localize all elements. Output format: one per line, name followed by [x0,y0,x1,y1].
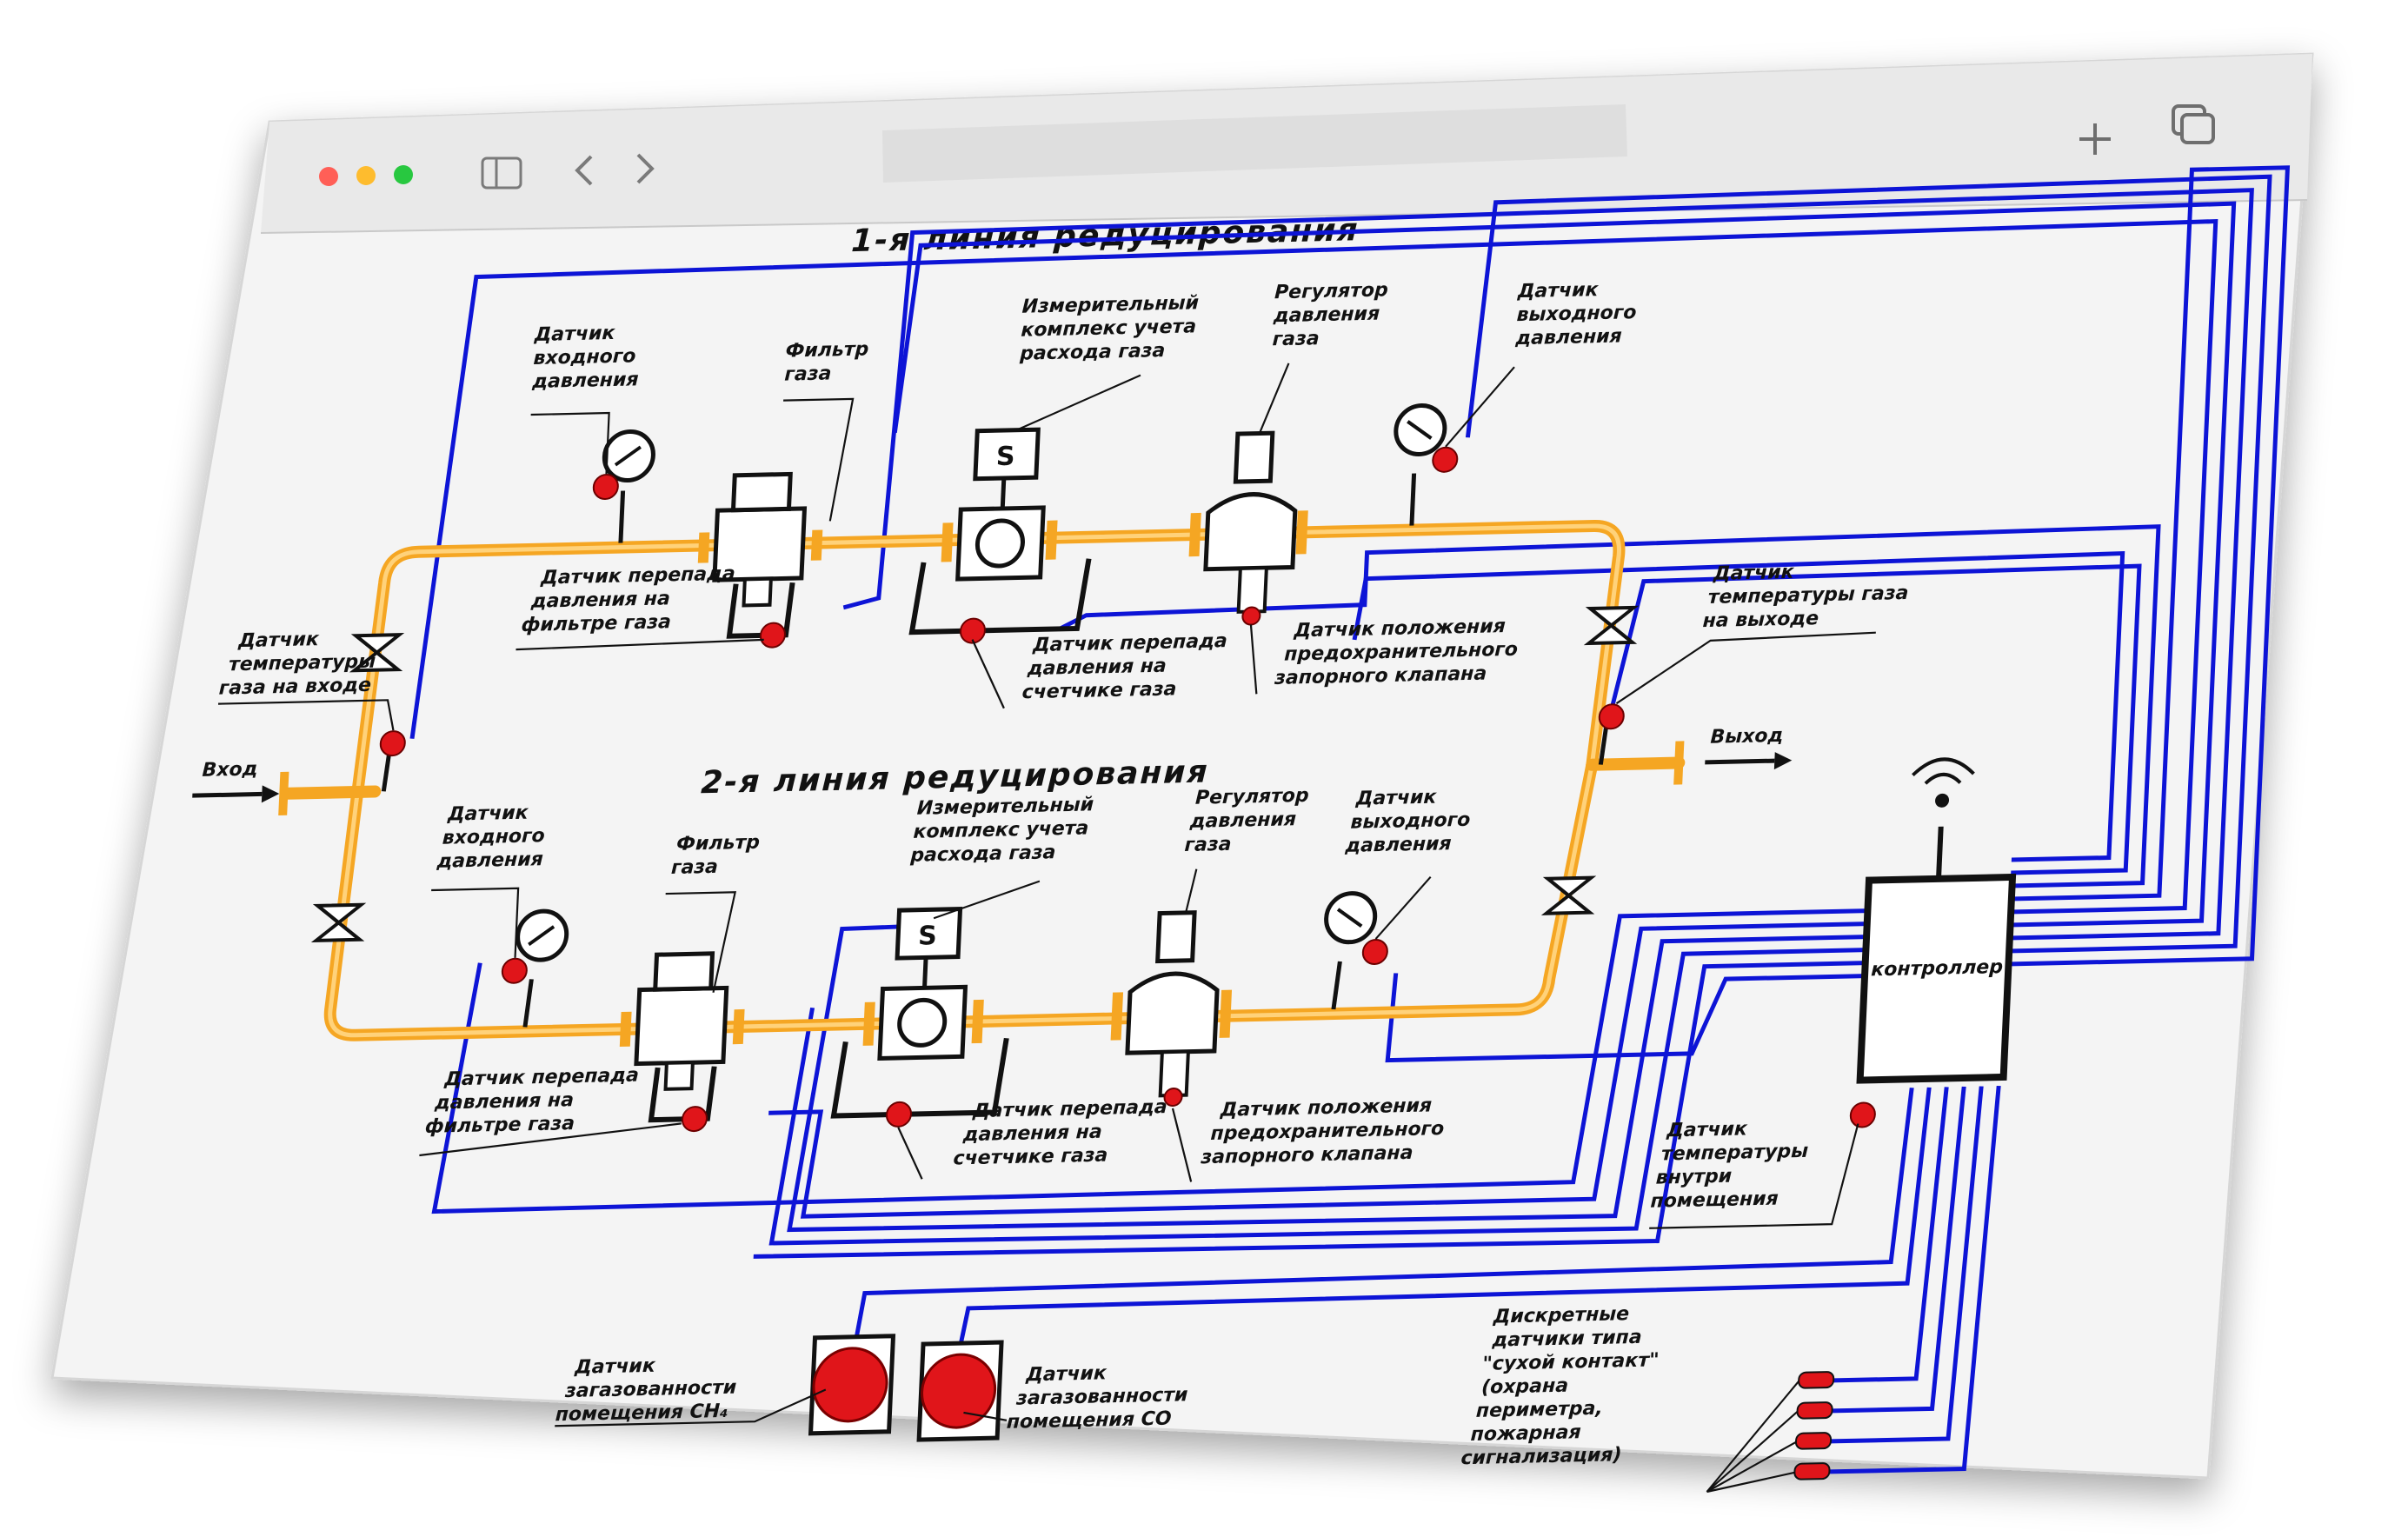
line2-filter-label: Фильтр газа [670,832,767,879]
line1-filter-dp-label: Датчик перепада давления на фильтре газа [521,563,742,637]
outlet-temp-label: Датчик температуры газа на выходе [1702,559,1917,632]
line2-outlet-pressure-label: Датчик выходного давления [1344,786,1479,857]
inlet-flange [278,771,289,815]
leader-lines [217,363,1876,1427]
wire-co [955,1087,1932,1361]
minimize-window-icon[interactable] [356,166,376,185]
co-detector-icon [916,1340,1004,1442]
address-bar[interactable] [882,104,1627,183]
wire-inlet-p2 [431,908,1868,1214]
valve-inlet-line1-icon [349,632,405,673]
wire-inlet-temp [409,218,2218,915]
signal-wires [409,165,2291,1474]
line2-regulator-label: Регулятор давления газа [1184,785,1316,856]
zoom-window-icon[interactable] [394,165,413,184]
outlet-flange [1673,741,1685,785]
room-temp-sensor-icon [1849,1101,1876,1128]
valve-outlet-line1-icon [1583,605,1640,646]
tab-overview-icon[interactable] [2172,104,2215,144]
wire-meter2-dp [768,948,1866,1246]
outlet-arrow [1705,752,1793,770]
line2-outlet-pressure-gauge-icon [1324,891,1388,1010]
gas-reduction-diagram: 1-я линия редуцирования 2-я линия редуци… [192,165,2291,1494]
wire-dry-3 [1830,1086,1984,1444]
line2-meter-icon: S [830,907,1009,1128]
line1-meter-icon: S [908,427,1092,644]
svg-text:S: S [917,921,937,951]
line1-inlet-pressure-label: Датчик входного давления [531,322,644,393]
valve-outlet-line2-icon [1540,875,1597,915]
svg-text:S: S [995,442,1015,472]
valve-inlet-line2-icon [310,902,367,942]
wire-outlet-temp [1609,563,2142,875]
co-label: Датчик загазованности помещения CO [1006,1361,1195,1434]
wire-filter1 [842,188,2254,941]
inlet-arrow [192,785,280,803]
outlet-label: Выход [1710,725,1784,749]
inlet-temp-sensor-icon [379,730,406,792]
sidebar-toggle-icon[interactable] [481,156,522,190]
dry-contact-sensors-icon [1706,1371,1835,1494]
line2-regulator-icon [1110,910,1233,1107]
line1-meter-label: Измерительный комплекс учета расхода газ… [1019,292,1207,365]
outlet-temp-sensor-icon [1598,703,1625,765]
room-temp-label: Датчик температуры внутри помещения [1650,1117,1816,1213]
line1-filter-label: Фильтр газа [784,338,876,385]
ch4-label: Датчик загазованности помещения CH₄ [555,1354,744,1427]
line1-outlet-pressure-gauge-icon [1394,403,1459,526]
line2-inlet-pressure-label: Датчик входного давления [436,802,553,873]
line2-meter-dp-label: Датчик перепада давления на счетчике газ… [953,1096,1174,1170]
wire-valve2 [753,961,1866,1259]
title-bar-divider [260,199,2308,234]
pipe-inlet-stub [282,785,382,800]
line2-filter-icon [619,951,745,1133]
wire-valve1 [1352,550,2125,862]
line2-meter-label: Измерительный комплекс учета расхода газ… [909,794,1101,867]
controller-label: контроллер [1871,956,2004,981]
inlet-temp-label: Датчик температуры газа на входе [218,628,383,700]
controller-box [1856,757,2017,1084]
wire-ch4 [851,1088,1914,1355]
wire-loop-a [2006,165,2291,967]
wire-meter1 [892,201,2237,928]
line2-valve-pos-label: Датчик положения предохранительного запо… [1200,1095,1453,1168]
ch4-detector-icon [808,1334,896,1436]
line2-inlet-pressure-gauge-icon [501,908,569,1028]
line1-regulator-label: Регулятор давления газа [1271,279,1395,350]
line1-meter-dp-label: Датчик перепада давления на счетчике газ… [1021,630,1234,703]
inlet-label: Вход [202,759,258,782]
wire-outlet-p1 [1465,174,2272,954]
back-icon[interactable] [575,155,593,186]
line1-outlet-pressure-label: Датчик выходного давления [1514,278,1645,349]
browser-window [50,52,2314,1480]
dry-contact-label: Дискретные датчики типа "сухой контакт" … [1460,1302,1668,1469]
line1-inlet-pressure-gauge-icon [592,429,655,543]
pipe-outlet-stub [1586,756,1686,771]
wire-meter2 [787,922,1867,1233]
new-tab-icon[interactable] [2079,123,2111,155]
forward-icon[interactable] [636,153,655,184]
line1-regulator-icon [1188,430,1308,626]
close-window-icon[interactable] [319,167,338,186]
wire-outlet-p2 [1385,973,1866,1063]
wire-dry-4 [1829,1086,2001,1474]
line2-filter-dp-label: Датчик перепада давления на фильтре газа [424,1064,646,1138]
line1-filter-icon [697,471,823,649]
wire-dry-1 [1833,1087,1949,1383]
line1-valve-pos-label: Датчик положения предохранительного запо… [1274,615,1527,689]
wire-dry-2 [1832,1086,1966,1414]
